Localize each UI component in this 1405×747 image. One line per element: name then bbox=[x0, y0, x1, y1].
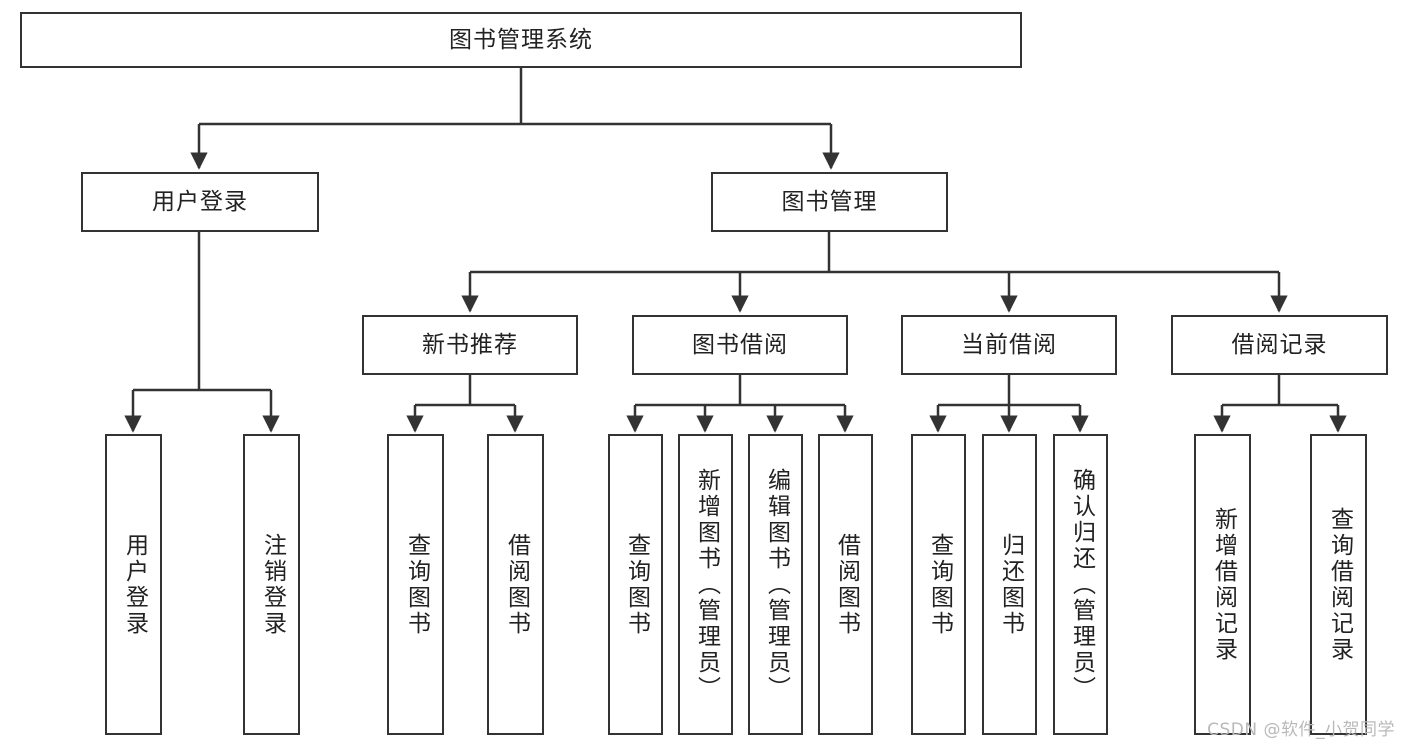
leaf-query-books-borrow[interactable]: 查询图书 bbox=[608, 434, 663, 735]
leaf-add-borrow-record[interactable]: 新增借阅记录 bbox=[1194, 434, 1251, 735]
leaf-borrow-books[interactable]: 借阅图书 bbox=[818, 434, 873, 735]
leaf-confirm-return-admin[interactable]: 确认归还（管理员） bbox=[1053, 434, 1108, 735]
leaf-confirm-return-admin-label: 确认归还（管理员） bbox=[1068, 467, 1095, 702]
node-book-management-label: 图书管理 bbox=[781, 188, 878, 215]
watermark: CSDN @软件_小贺同学 bbox=[1207, 720, 1395, 740]
node-book-borrow-label: 图书借阅 bbox=[692, 331, 788, 358]
leaf-borrow-books-newbook[interactable]: 借阅图书 bbox=[487, 434, 544, 735]
node-borrow-records-label: 借阅记录 bbox=[1231, 331, 1328, 358]
leaf-query-books-newbook[interactable]: 查询图书 bbox=[387, 434, 444, 735]
node-user-login-label: 用户登录 bbox=[152, 188, 248, 215]
leaf-add-book-admin[interactable]: 新增图书（管理员） bbox=[678, 434, 733, 735]
node-root-label: 图书管理系统 bbox=[449, 26, 593, 53]
leaf-edit-book-admin[interactable]: 编辑图书（管理员） bbox=[748, 434, 803, 735]
leaf-borrow-books-newbook-label: 借阅图书 bbox=[503, 532, 530, 637]
node-new-book-recommend[interactable]: 新书推荐 bbox=[362, 315, 578, 375]
leaf-add-borrow-record-label: 新增借阅记录 bbox=[1210, 506, 1237, 663]
node-book-management[interactable]: 图书管理 bbox=[711, 172, 948, 232]
leaf-edit-book-admin-label: 编辑图书（管理员） bbox=[763, 467, 790, 702]
leaf-query-books-newbook-label: 查询图书 bbox=[403, 532, 430, 637]
node-current-borrow-label: 当前借阅 bbox=[961, 331, 1057, 358]
node-new-book-recommend-label: 新书推荐 bbox=[422, 331, 518, 358]
node-user-login[interactable]: 用户登录 bbox=[81, 172, 319, 232]
leaf-borrow-books-label: 借阅图书 bbox=[833, 532, 860, 637]
leaf-query-books-current[interactable]: 查询图书 bbox=[911, 434, 966, 735]
leaf-query-borrow-record-label: 查询借阅记录 bbox=[1326, 506, 1353, 663]
node-root[interactable]: 图书管理系统 bbox=[20, 12, 1022, 68]
node-borrow-records[interactable]: 借阅记录 bbox=[1171, 315, 1388, 375]
node-current-borrow[interactable]: 当前借阅 bbox=[901, 315, 1117, 375]
node-book-borrow[interactable]: 图书借阅 bbox=[632, 315, 848, 375]
leaf-user-login[interactable]: 用户登录 bbox=[105, 434, 162, 735]
leaf-add-book-admin-label: 新增图书（管理员） bbox=[693, 467, 720, 702]
leaf-logout-label: 注销登录 bbox=[259, 532, 286, 637]
leaf-user-login-label: 用户登录 bbox=[121, 532, 148, 637]
leaf-logout[interactable]: 注销登录 bbox=[243, 434, 300, 735]
leaf-query-books-current-label: 查询图书 bbox=[926, 532, 953, 637]
leaf-query-books-borrow-label: 查询图书 bbox=[623, 532, 650, 637]
leaf-return-books[interactable]: 归还图书 bbox=[982, 434, 1037, 735]
leaf-query-borrow-record[interactable]: 查询借阅记录 bbox=[1310, 434, 1367, 735]
leaf-return-books-label: 归还图书 bbox=[997, 532, 1024, 637]
